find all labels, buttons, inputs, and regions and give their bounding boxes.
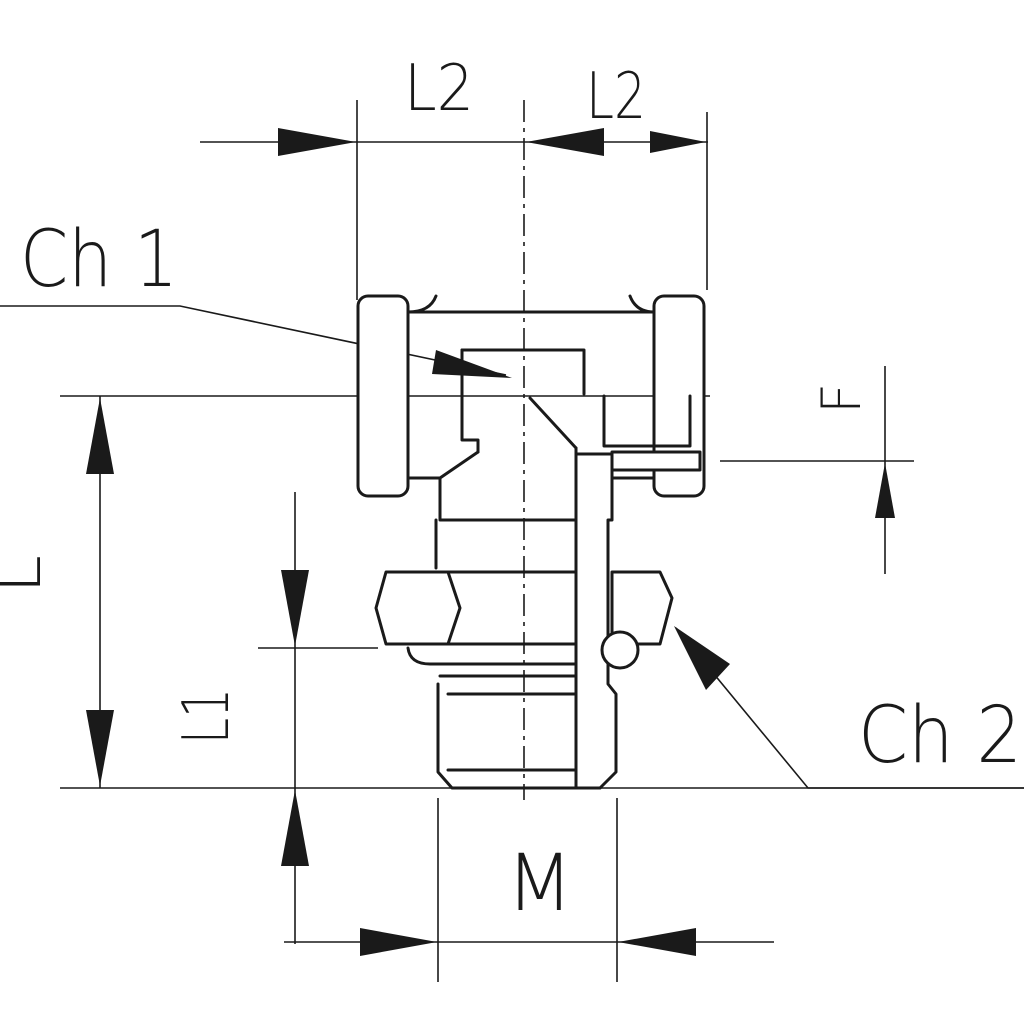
labels: Ch 1 Ch 2 L2 L2 L L1 F M [0,52,1022,929]
arrow-f [875,463,895,518]
label-l2-right: L2 [586,60,646,134]
label-ch2: Ch 2 [858,691,1022,781]
arrow-l-top [86,398,114,474]
left-nut [356,294,410,498]
label-l1: L1 [170,688,244,744]
label-m: M [506,839,573,929]
section-hatch-top [610,450,702,472]
arrow-l1-top [281,570,309,646]
arrow-l1-bottom [281,790,309,866]
arrow-ch2 [674,626,730,690]
dimension-arrows [86,128,895,956]
lock-nut-right-section [610,570,674,646]
arrow-l-bottom [86,710,114,786]
label-l: L [0,555,57,594]
label-ch1: Ch 1 [20,215,178,305]
label-l2-left: L2 [404,52,474,126]
lock-nut-left [374,570,462,646]
arrow-m-left [360,928,437,956]
fitting-body [356,100,706,800]
label-f: F [810,383,873,414]
arrow-l2-mid [526,128,604,156]
o-ring [600,630,640,670]
arrow-ch1 [432,350,512,378]
arrow-l2-left [278,128,356,156]
stem-section [574,452,618,790]
arrow-l2-right [650,131,706,153]
arrow-m-right [618,928,696,956]
